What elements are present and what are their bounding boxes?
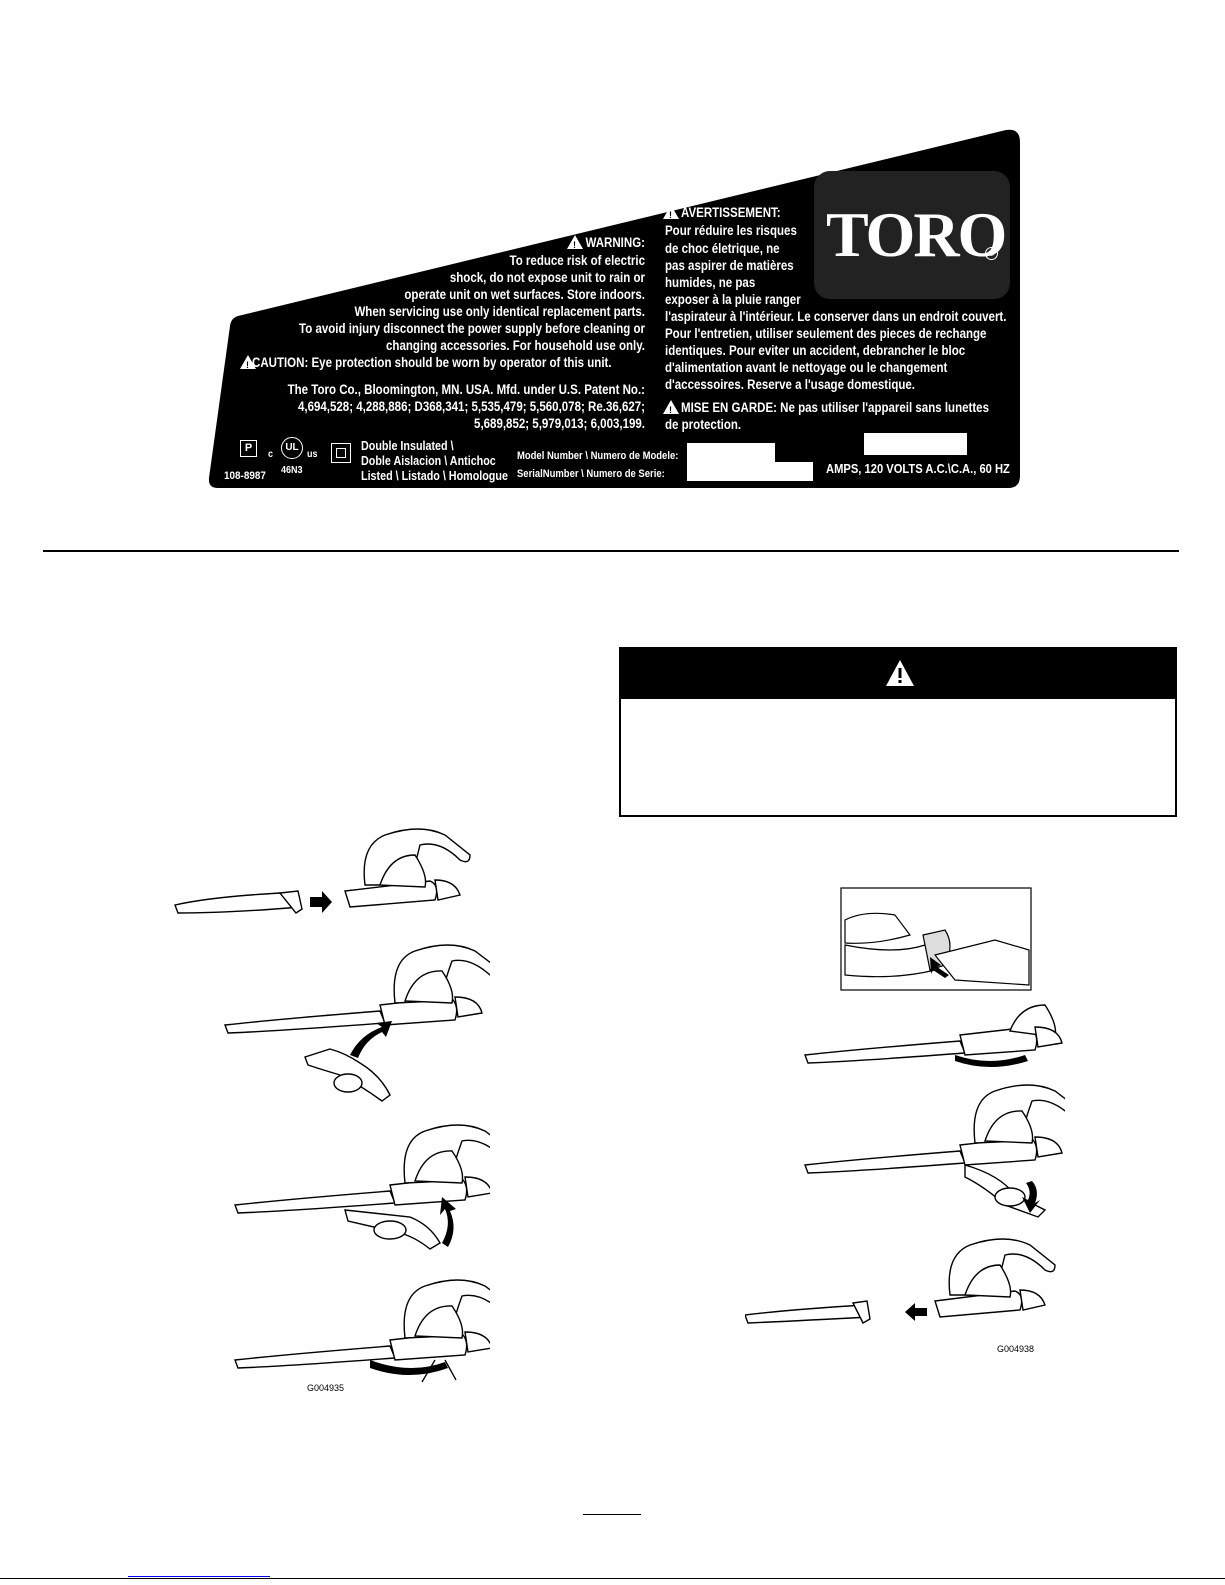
warning-line-5: To avoid injury disconnect the power sup… [299,321,645,336]
blower-figure-5 [804,1004,1063,1067]
svg-text:!: ! [246,360,249,370]
svg-text:!: ! [669,210,672,220]
footer-link-line [128,1576,270,1577]
warning-title: WARNING: [585,235,645,250]
blower-figure-6 [804,1084,1065,1218]
warning-line-2: shock, do not expose unit to rain or [449,270,645,285]
warning-box-header [621,649,1175,699]
ul-us-mark: us [307,449,318,460]
ul-c-mark: c [268,449,274,460]
ul-code: 46N3 [281,465,303,476]
right-figure-code: G004938 [997,1344,1035,1354]
warning-line-3: operate unit on wet surfaces. Store indo… [404,287,645,302]
caution-line: CAUTION: Eye protection should be worn b… [252,355,612,370]
serial-number-label: SerialNumber \ Numero de Serie: [517,468,665,480]
model-number-label: Model Number \ Numero de Modele: [517,450,679,462]
brand-logo: TORO [826,199,1007,270]
svg-text:!: ! [669,405,672,415]
fr-line-2: de choc életrique, ne [665,241,780,256]
fr-line-6: l'aspirateur à l'intérieur. Le conserver… [665,309,1007,324]
patent-line-1: The Toro Co., Bloomington, MN. USA. Mfd.… [287,382,645,397]
warning-line-4: When servicing use only identical replac… [354,304,645,319]
section-divider [43,550,1179,552]
footer-rule [0,1578,1225,1579]
insulation-line-2: Doble Aislacion \ Antichoc [361,454,496,468]
left-assembly-illustration [174,828,490,1383]
patent-line-3: 5,689,852; 5,979,013; 6,003,199. [474,416,645,431]
page-number-line [583,1514,641,1515]
ul-mark-icon: UL [281,437,303,459]
fr-line-8: identiques. Pour eviter un accident, deb… [665,343,966,358]
warning-line-6: changing accessories. For household use … [386,338,645,353]
blower-figure-4 [234,1279,490,1383]
p-mark-icon: P [240,440,257,457]
inset-detail [840,887,1032,991]
blower-figure-1 [174,828,471,914]
serial-number-field [687,462,813,481]
svg-text:!: ! [573,240,576,250]
part-number: 108-8987 [224,470,266,482]
double-insulated-icon [331,443,351,463]
blower-figure-2 [224,944,490,1102]
rating-text: AMPS, 120 VOLTS A.C.\C.A., 60 HZ [826,461,1010,476]
blower-figure-3 [234,1124,490,1250]
model-number-field [687,443,775,462]
fr-caution: MISE EN GARDE: Ne pas utiliser l'apparei… [681,400,990,415]
amps-field [864,433,967,455]
fr-line-4: humides, ne pas [665,275,756,290]
right-assembly-illustration [745,887,1065,1324]
fr-title: AVERTISSEMENT: [681,205,781,220]
fr-line-9: d'alimentation avant le nettoyage ou le … [665,360,948,375]
fr-caution-2: de protection. [665,417,742,432]
fr-line-1: Pour réduire les risques [665,223,797,238]
left-figure-code: G004935 [307,1383,345,1393]
blower-figure-7 [745,1238,1056,1324]
toro-logo-box [814,171,1010,299]
registered-mark: ® [985,247,998,260]
patent-line-2: 4,694,528; 4,288,886; D368,341; 5,535,47… [297,399,645,414]
warning-line-1: To reduce risk of electric [509,253,645,268]
fr-line-10: d'accessoires. Reserve a l'usage domesti… [665,377,916,392]
insulation-line-1: Double Insulated \ [361,439,454,453]
warning-triangle-icon [886,660,914,686]
warning-box [619,647,1177,817]
fr-line-7: Pour l'entretien, utiliser seulement des… [665,326,987,341]
insulation-line-3: Listed \ Listado \ Homologue [361,469,508,483]
alert-triangle-icon [240,205,679,414]
fr-line-3: pas aspirer de matières [665,258,794,273]
fr-line-5: exposer à la pluie ranger [665,292,801,307]
